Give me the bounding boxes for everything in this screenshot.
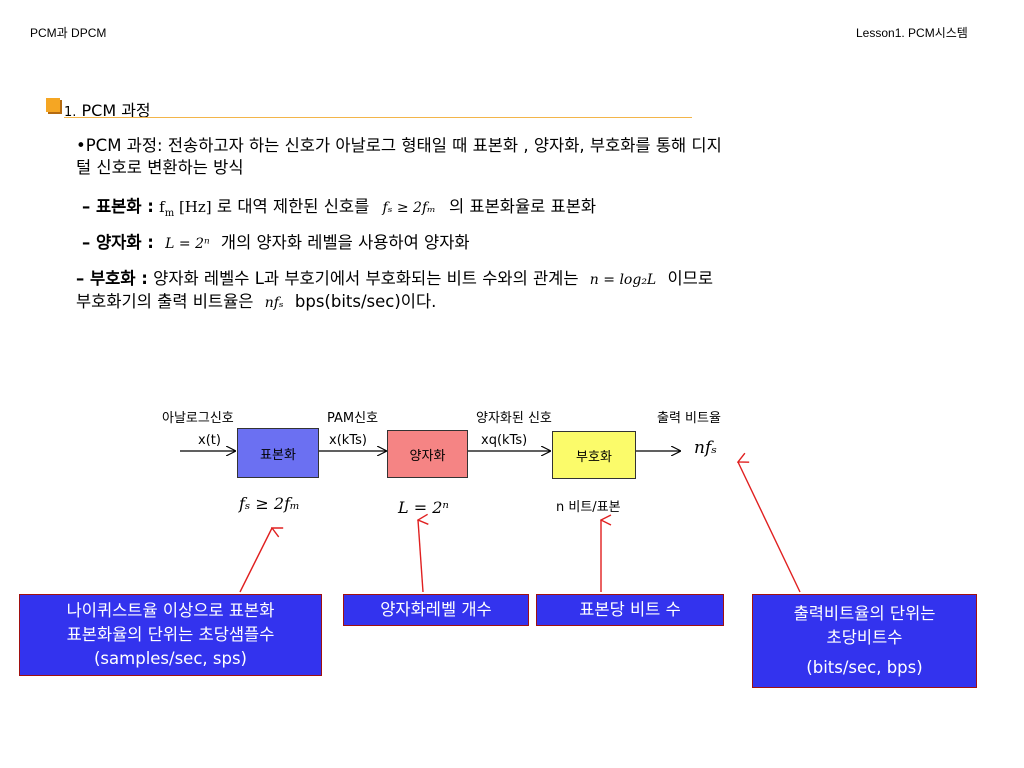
nfs-formula-inline: nfₛ xyxy=(264,295,284,311)
section-bullet-square xyxy=(46,98,60,112)
label-xt: x(t) xyxy=(198,433,221,448)
sampling-line: – 표본화 : fm [Hz] 로 대역 제한된 신호를 fₛ ≥ 2fₘ 의 … xyxy=(82,196,596,225)
header-right: Lesson1. PCM시스템 xyxy=(856,26,968,40)
fs-ge-2fm-under-sampler: fₛ ≥ 2fₘ xyxy=(239,494,300,513)
bullet-text-1: 전송하고자 하는 신호가 아날로그 형태일 때 표본화 , 양자화, 부호화를 … xyxy=(162,136,722,155)
sampling-label: 표본화 : xyxy=(96,197,154,216)
label-xkts: x(kTs) xyxy=(329,433,367,448)
block-sampler: 표본화 xyxy=(237,428,319,478)
encode-dash: – xyxy=(76,269,90,288)
L-eq-2n-formula: L = 2ⁿ xyxy=(165,236,210,252)
L-eq-2n-under-quantizer: L = 2ⁿ xyxy=(398,498,449,517)
callout-nyquist: 나이퀴스트율 이상으로 표본화 표본화율의 단위는 초당샘플수 (samples… xyxy=(19,594,322,676)
quantize-text: 개의 양자화 레벨을 사용하여 양자화 xyxy=(215,233,470,252)
n-eq-log2L-formula: n = log₂L xyxy=(589,272,657,288)
quantize-label: 양자화 : xyxy=(96,233,154,252)
callout-bits-per-sample: 표본당 비트 수 xyxy=(536,594,724,626)
encode-line-2: 부호화기의 출력 비트율은 nfₛ bps(bits/sec)이다. xyxy=(76,291,436,314)
label-pam-signal: PAM신호 xyxy=(327,411,379,426)
quantize-dash: – xyxy=(82,233,96,252)
label-bits-per-sample: n 비트/표본 xyxy=(556,500,621,515)
pointer-bitrate xyxy=(738,462,801,593)
fs-ge-2fm-formula: fₛ ≥ 2fₘ xyxy=(382,200,436,216)
encode-text-1: 양자화 레벨수 L과 부호기에서 부호화되는 비트 수와의 관계는 xyxy=(147,269,584,288)
label-quantized-signal: 양자화된 신호 xyxy=(476,411,552,426)
header-left: PCM과 DPCM xyxy=(30,26,107,40)
encode-line2-b: bps(bits/sec)이다. xyxy=(289,292,437,311)
block-encoder: 부호화 xyxy=(552,431,636,479)
label-xqkts: xq(kTs) xyxy=(481,433,528,448)
fm-symbol: fm [Hz] xyxy=(159,198,212,219)
pointer-levels xyxy=(418,520,423,593)
callout-quant-levels: 양자화레벨 개수 xyxy=(343,594,529,626)
sampling-text-2: 의 표본화율로 표본화 xyxy=(443,197,597,216)
encode-line2-a: 부호화기의 출력 비트율은 xyxy=(76,292,259,311)
bullet-line-2: 털 신호로 변환하는 방식 xyxy=(76,158,244,177)
nfs-formula-output: nfₛ xyxy=(694,438,717,458)
label-analog-signal: 아날로그신호 xyxy=(162,411,234,426)
label-output-bitrate: 출력 비트율 xyxy=(657,411,721,426)
section-number: 1. xyxy=(64,105,77,120)
bullet-line-1: •PCM 과정: 전송하고자 하는 신호가 아날로그 형태일 때 표본화 , 양… xyxy=(76,135,722,157)
section-title-rule xyxy=(64,117,692,118)
bullet-dot: • xyxy=(76,136,86,155)
callout-output-bitrate: 출력비트율의 단위는 초당비트수 (bits/sec, bps) xyxy=(752,594,977,688)
encode-line-1: – 부호화 : 양자화 레벨수 L과 부호기에서 부호화되는 비트 수와의 관계… xyxy=(76,268,713,291)
block-quantizer: 양자화 xyxy=(387,430,468,478)
encode-text-2: 이므로 xyxy=(662,269,714,288)
section-title: PCM 과정 xyxy=(81,101,151,120)
quantize-line: – 양자화 : L = 2ⁿ 개의 양자화 레벨을 사용하여 양자화 xyxy=(82,232,470,255)
pointer-nyquist xyxy=(239,528,272,593)
section-heading: 1. PCM 과정 xyxy=(64,97,151,121)
bullet-label: PCM 과정: xyxy=(85,136,163,155)
encode-label: 부호화 : xyxy=(90,269,148,288)
sampling-dash: – xyxy=(82,197,96,216)
sampling-text-1: 로 대역 제한된 신호를 xyxy=(211,197,375,216)
